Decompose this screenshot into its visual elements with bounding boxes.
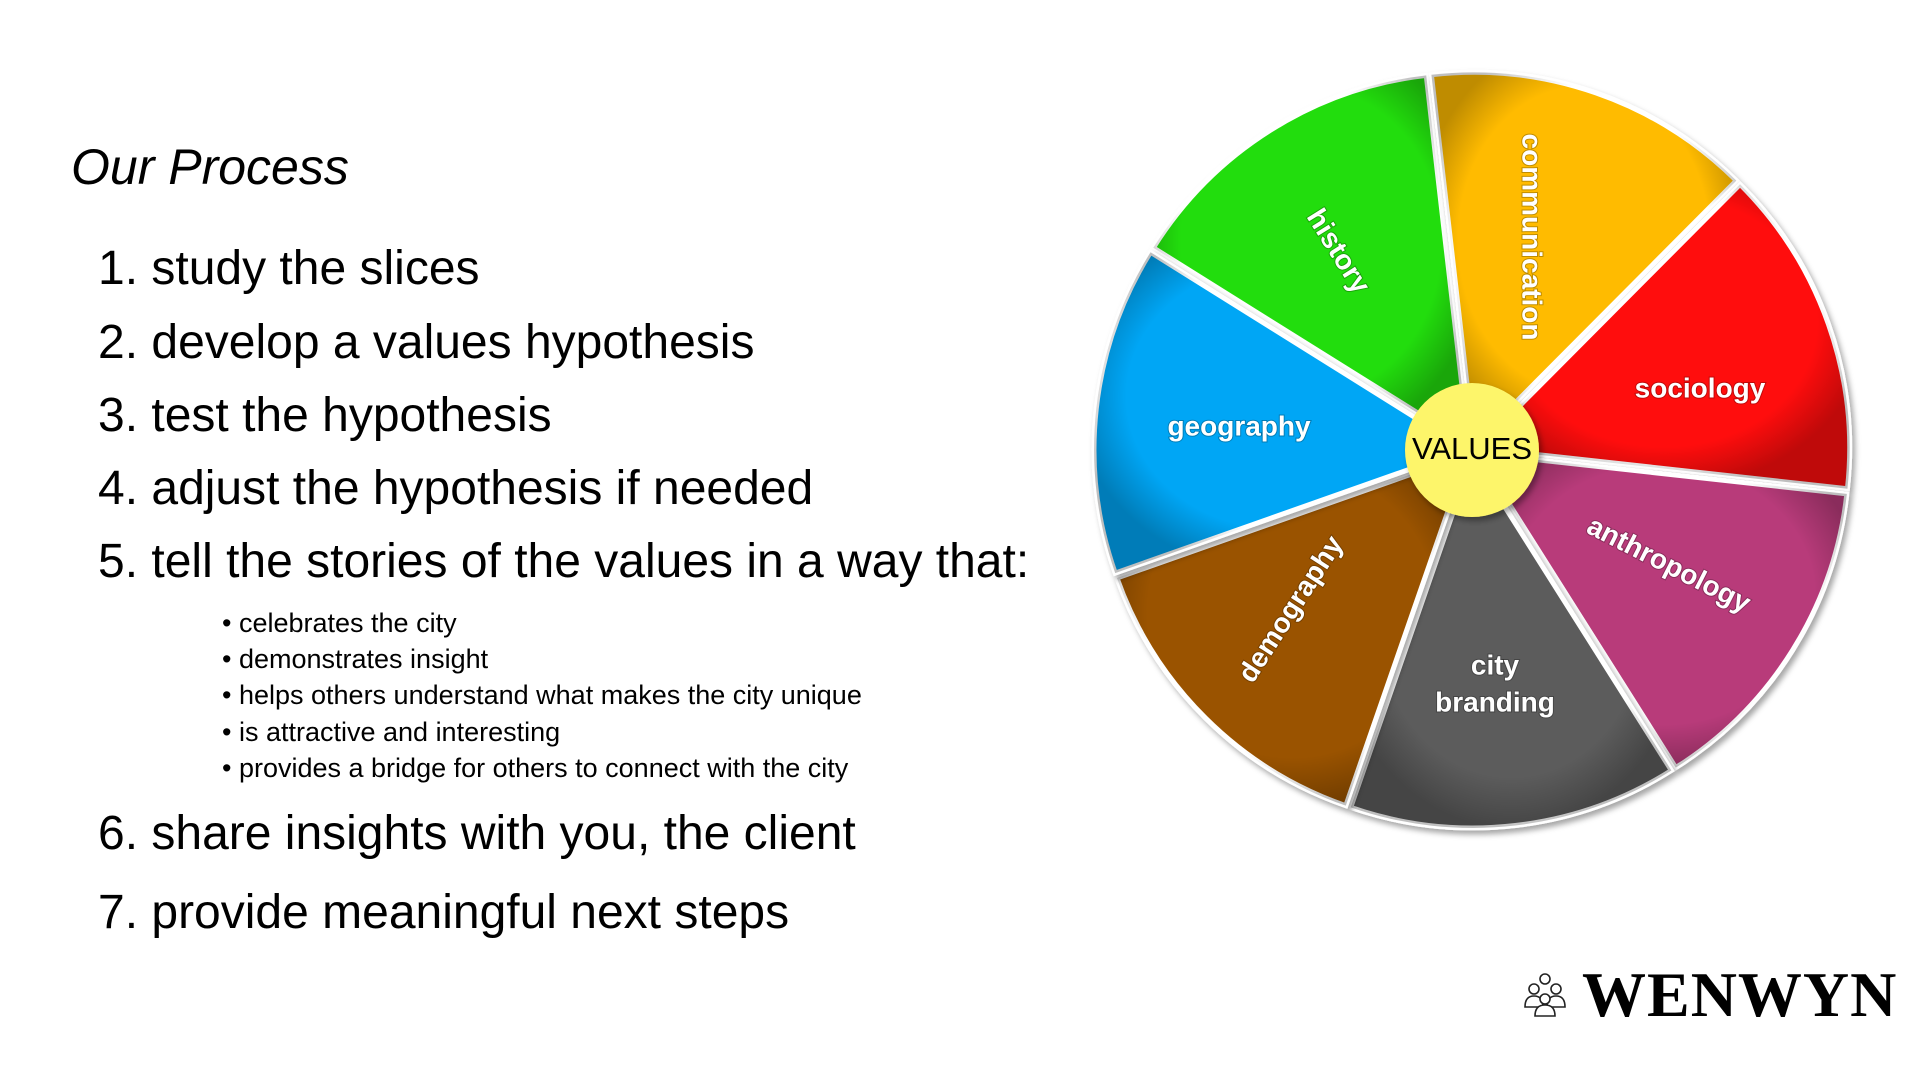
step-5: 5. tell the stories of the values in a w… <box>98 535 1030 588</box>
step-6: 6. share insights with you, the client <box>98 807 856 860</box>
bullet-item: is attractive and interesting <box>222 714 862 750</box>
wheel-slice-shading <box>1153 75 1469 445</box>
people-group-icon <box>1524 973 1566 1017</box>
slice-label-branding: branding <box>1435 686 1555 717</box>
slice-label-city: city <box>1471 649 1520 680</box>
wheel-slice-shading <box>1116 454 1468 806</box>
step-1: 1. study the slices <box>98 242 480 295</box>
step-2: 2. develop a values hypothesis <box>98 316 755 369</box>
step-3: 3. test the hypothesis <box>98 389 552 442</box>
bullet-item: demonstrates insight <box>222 641 862 677</box>
slice-label-communication: communication <box>1517 134 1548 341</box>
values-center-circle <box>1405 383 1539 517</box>
wheel-slice-shading <box>1477 453 1847 768</box>
wheel-slice-shading <box>1094 252 1467 574</box>
wheel-slice-shading <box>1431 72 1737 445</box>
bullet-item: celebrates the city <box>222 605 862 641</box>
step-7: 7. provide meaningful next steps <box>98 886 790 939</box>
values-center-label: VALUES <box>1412 431 1532 466</box>
bullet-item: helps others understand what makes the c… <box>222 677 862 713</box>
step-4: 4. adjust the hypothesis if needed <box>98 462 814 515</box>
wenwyn-logo: WENWYN <box>1522 958 1897 1032</box>
step-5-bullets: celebrates the city demonstrates insight… <box>222 605 862 786</box>
bullet-item: provides a bridge for others to connect … <box>222 750 862 786</box>
slice-label-sociology: sociology <box>1635 372 1766 403</box>
slide-title: Our Process <box>71 139 349 195</box>
wheel-slice-shading <box>1350 455 1672 828</box>
wheel-slice-shading <box>1477 184 1850 489</box>
logo-text: WENWYN <box>1582 959 1898 1030</box>
slice-label-geography: geography <box>1167 410 1311 441</box>
